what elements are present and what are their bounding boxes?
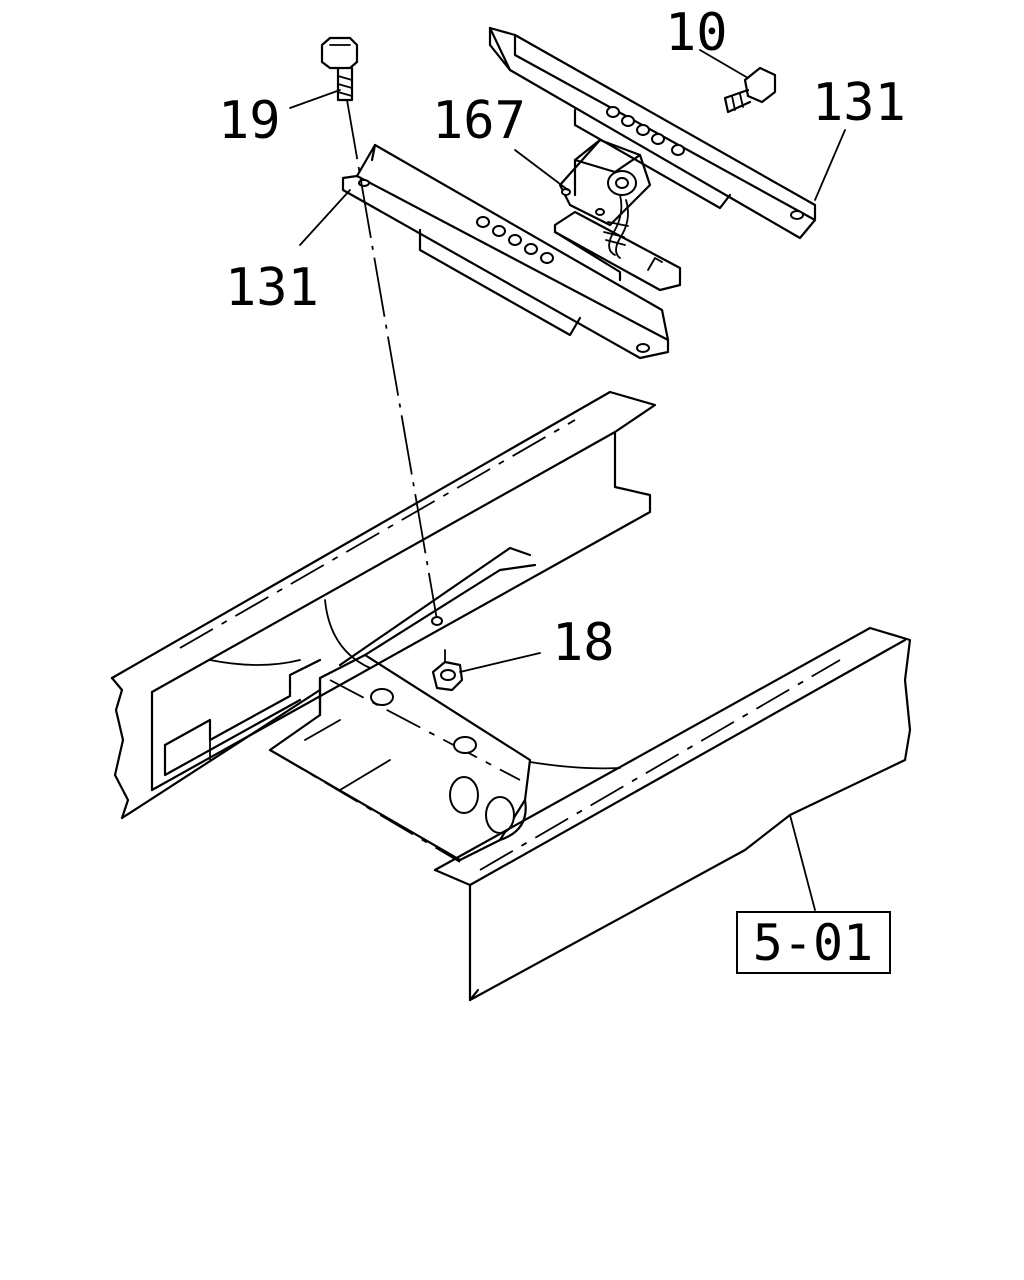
switch-assembly [553, 138, 682, 292]
callout-19: 19 [218, 91, 281, 151]
callout-167: 167 [432, 91, 526, 151]
reference-box: 5-01 [736, 911, 891, 974]
bolt-19 [320, 36, 359, 102]
reference-label: 5-01 [753, 914, 873, 972]
assembly-axis [346, 99, 438, 621]
leader-lines [289, 49, 846, 911]
bolt-10 [723, 66, 777, 114]
callout-131-left: 131 [225, 258, 319, 318]
callout-10: 10 [665, 3, 728, 63]
frame-assembly [110, 390, 912, 1002]
bracket-rail-right [488, 26, 817, 240]
bracket-rail-left [341, 143, 670, 360]
callout-18: 18 [552, 613, 615, 673]
nut-18 [431, 616, 464, 692]
callout-131-right: 131 [812, 73, 906, 133]
